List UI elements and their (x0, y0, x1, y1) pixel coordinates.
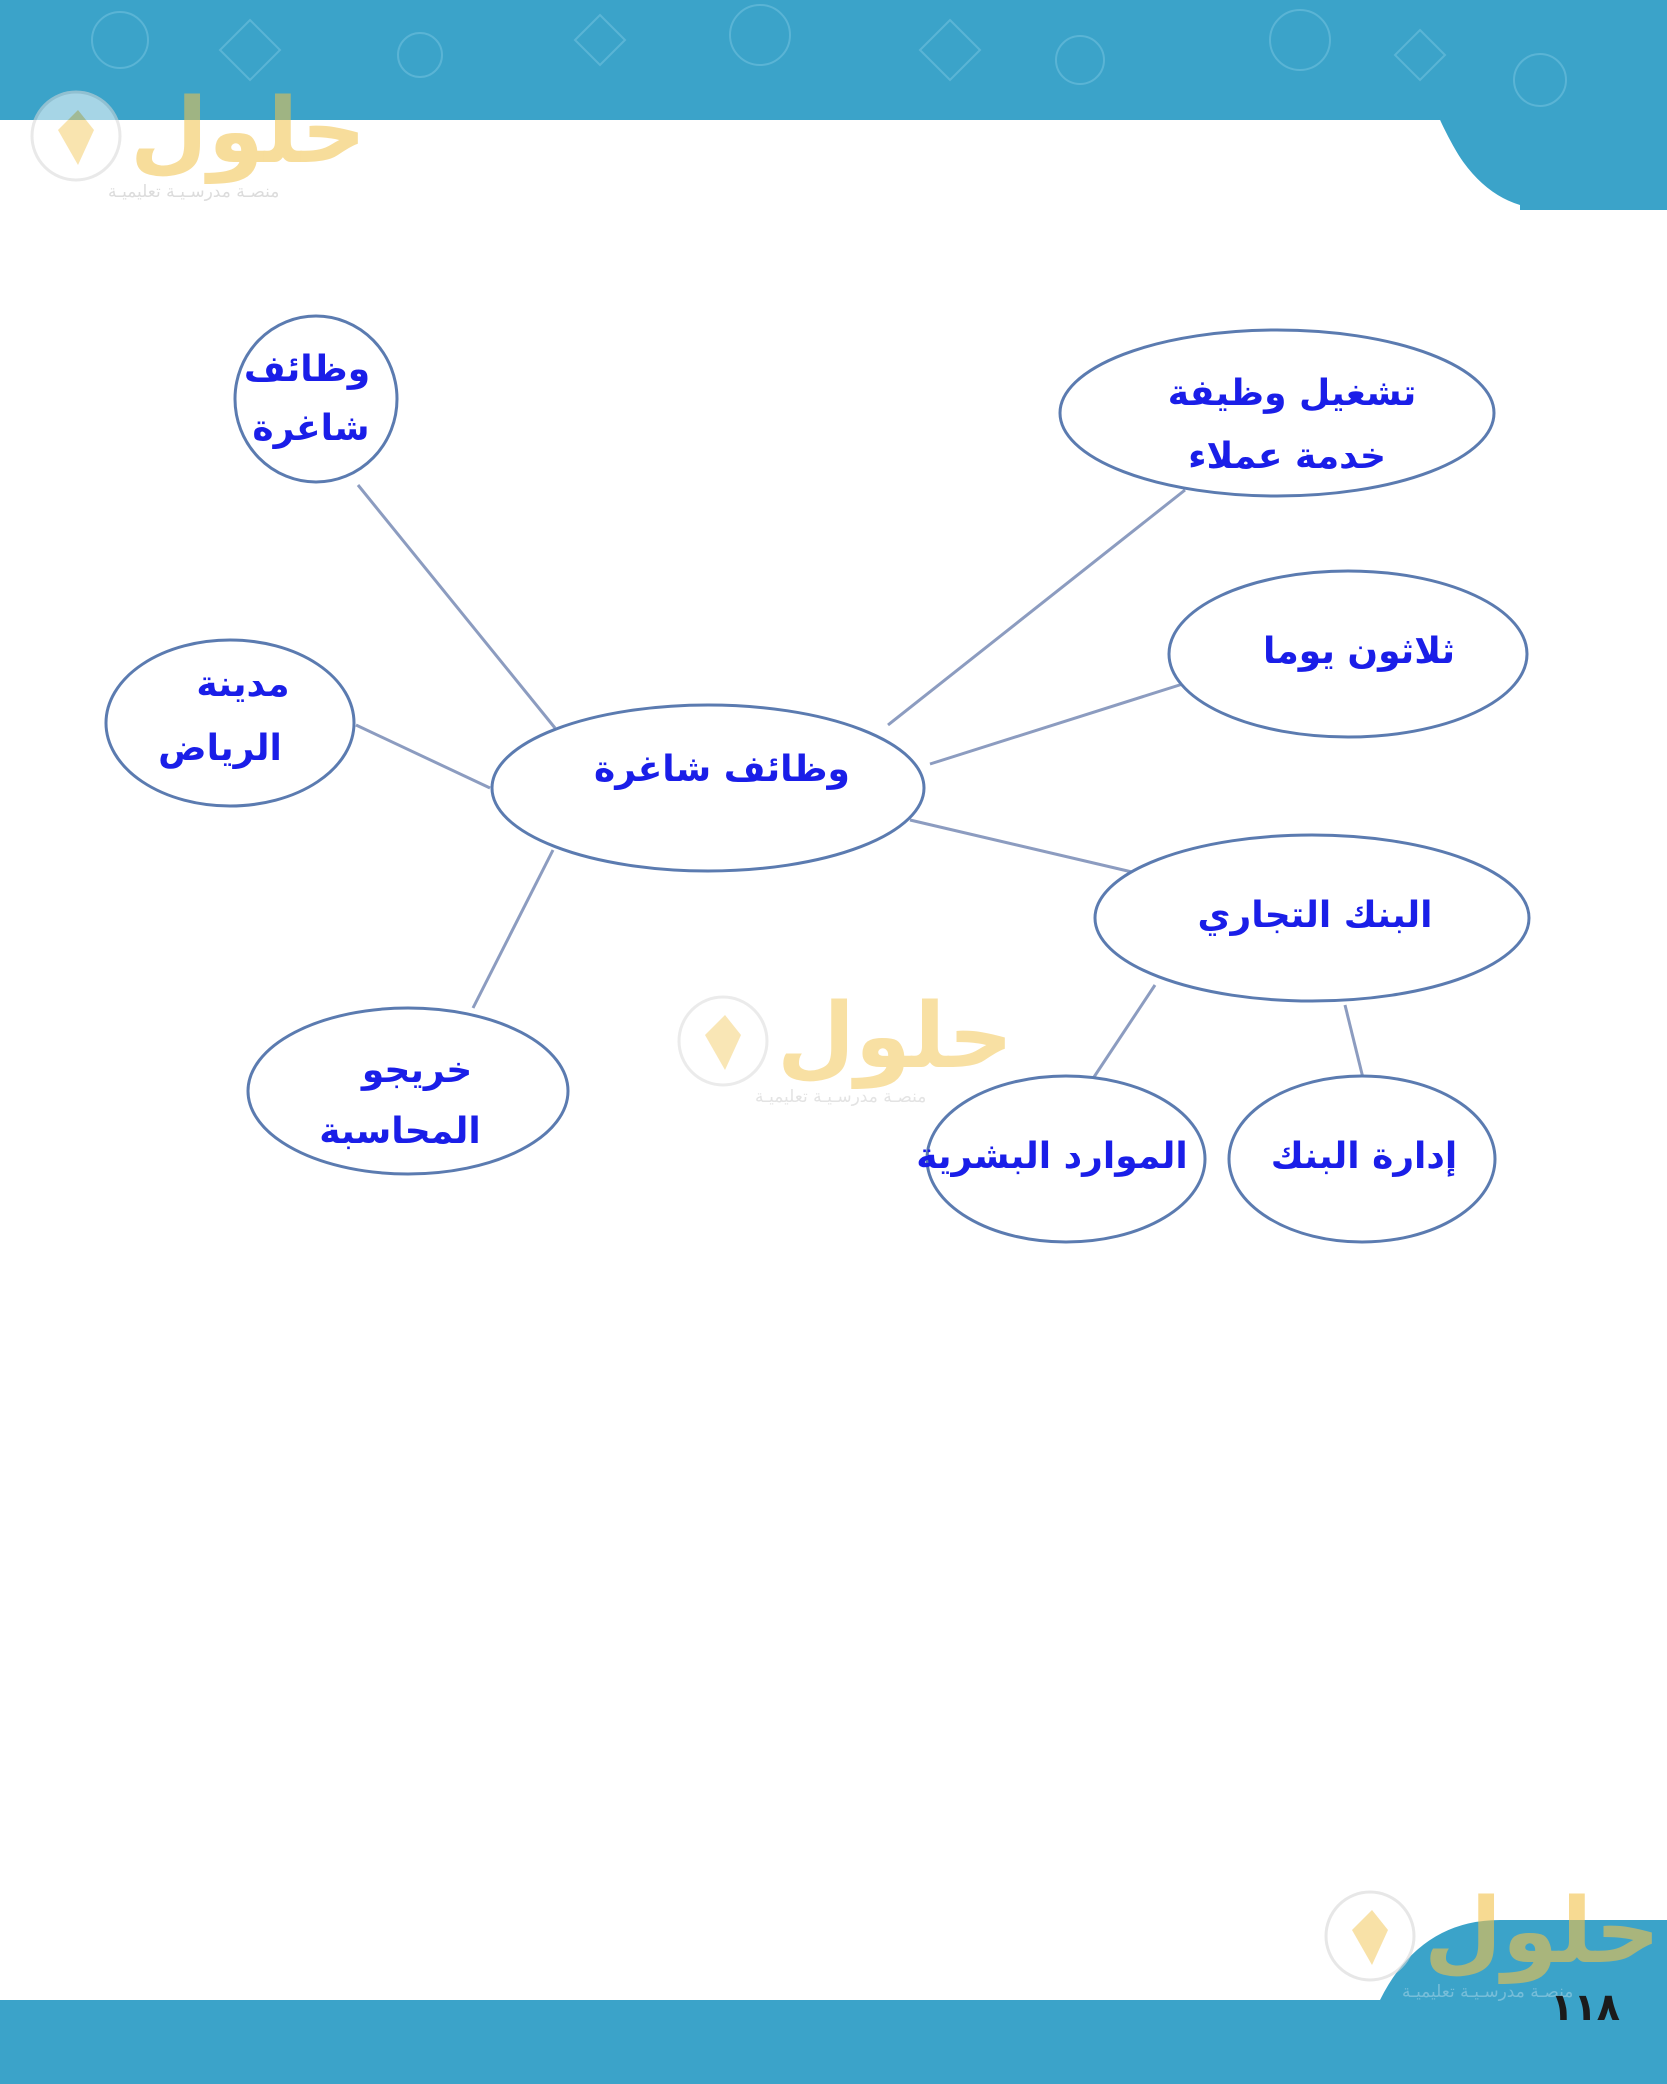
node-customer-service (1058, 328, 1496, 498)
watermark-logo-center: حلول منصـة مدرسـيـة تعليميـة (675, 984, 1013, 1125)
connector-riyadh (355, 723, 491, 790)
connector-customer-service (887, 488, 1186, 727)
book-icon: حلول (1324, 1879, 1660, 1984)
watermark-tagline: منصـة مدرسـيـة تعليميـة (755, 1087, 927, 1107)
footer-band (0, 1920, 1667, 2084)
watermark-brand: حلول (1424, 1880, 1652, 1984)
node-label: تشغيل وظيفة (1168, 373, 1417, 414)
node-label: خريجو (360, 1050, 472, 1091)
node-label: خدمة عملاء (1188, 436, 1386, 477)
watermark-tagline: منصـة مدرسـيـة تعليميـة (108, 182, 280, 202)
connector-human-resources (1090, 984, 1157, 1081)
watermark-logo-bottom: حلول منصـة مدرسـيـة تعليميـة (1322, 1879, 1660, 2020)
watermark-brand: حلول (130, 79, 358, 184)
node-label: وظائف (244, 349, 370, 390)
node-label: مدينة (196, 664, 289, 705)
node-label: المحاسبة (319, 1111, 480, 1152)
node-thirty-days (1167, 569, 1529, 739)
node-riyadh (104, 638, 356, 808)
connector-lines (355, 484, 1365, 1081)
watermark-tagline: منصـة مدرسـيـة تعليميـة (1402, 1982, 1574, 2002)
watermark-logo-top: حلول منصـة مدرسـيـة تعليميـة (28, 70, 366, 210)
node-label: إدارة البنك (1271, 1136, 1457, 1177)
node-label: البنك التجاري (1197, 895, 1432, 936)
node-label: الموارد البشرية (916, 1136, 1188, 1177)
node-accounting-grads (246, 1006, 570, 1176)
watermark-brand: حلول (777, 985, 1005, 1089)
connector-commercial-bank (909, 818, 1133, 874)
node-label: شاغرة (252, 408, 369, 449)
node-label: ثلاثون يوما (1263, 631, 1455, 672)
center-label: وظائف شاغرة (594, 749, 850, 790)
node-vacant-jobs (233, 314, 399, 484)
connector-accounting-grads (471, 849, 555, 1009)
node-bank-management (1227, 1074, 1497, 1244)
node-label: الرياض (158, 728, 282, 769)
book-icon: حلول (30, 79, 366, 184)
node-center (490, 703, 926, 873)
node-human-resources (925, 1074, 1207, 1244)
connector-bank-management (1343, 1004, 1365, 1079)
page-number: ١١٨ (1550, 1985, 1620, 2029)
book-icon: حلول (677, 984, 1013, 1089)
node-commercial-bank (1093, 833, 1531, 1003)
connector-thirty-days (929, 674, 1209, 766)
connector-vacant-jobs (356, 484, 557, 729)
header-band (0, 0, 1667, 210)
